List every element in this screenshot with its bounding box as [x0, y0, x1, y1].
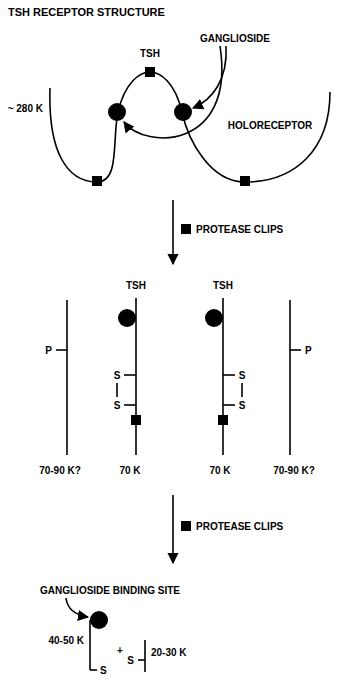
label: GANGLIOSIDE	[200, 33, 270, 44]
disulfide-bridge	[116, 383, 118, 397]
chain-line	[144, 640, 146, 672]
label: 20-30 K	[151, 647, 187, 658]
tick	[138, 659, 145, 661]
disulfide-tick	[124, 404, 136, 406]
chain-line	[89, 620, 91, 670]
label: TSH	[213, 280, 233, 291]
chain-line	[222, 298, 224, 455]
tsh-dot	[205, 309, 223, 327]
ganglioside-dot	[90, 611, 108, 629]
protease-square	[181, 224, 191, 234]
protease-square	[92, 176, 102, 186]
disulfide-tick	[223, 374, 235, 376]
tick	[56, 349, 67, 351]
process-arrow	[172, 495, 174, 563]
title: TSH RECEPTOR STRUCTURE	[8, 6, 165, 18]
ganglioside-leader	[124, 46, 222, 138]
protease-square	[181, 521, 191, 531]
ganglioside-dot	[108, 103, 126, 121]
label: S	[114, 370, 121, 381]
label: HOLORECEPTOR	[228, 120, 312, 131]
label: 70-90 K?	[39, 465, 81, 476]
disulfide-tick	[223, 404, 235, 406]
label: ~ 280 K	[8, 103, 43, 114]
label: 70-90 K?	[273, 465, 315, 476]
label: 70 K	[119, 465, 140, 476]
tick	[90, 669, 97, 671]
disulfide-tick	[124, 374, 136, 376]
label: GANGLIOSIDE BINDING SITE	[40, 585, 180, 596]
label: PROTEASE CLIPS	[196, 224, 283, 235]
label: TSH	[140, 48, 160, 59]
tick	[290, 349, 301, 351]
label: P	[305, 345, 312, 356]
label: S	[114, 400, 121, 411]
ganglioside-dot	[174, 103, 192, 121]
protease-square	[240, 176, 250, 186]
label: S	[239, 370, 246, 381]
protease-square	[145, 67, 155, 77]
label: PROTEASE CLIPS	[196, 521, 283, 532]
tsh-dot	[118, 309, 136, 327]
ganglioside-leader	[66, 598, 88, 617]
label: S	[127, 655, 134, 666]
label: S	[100, 665, 107, 676]
label: P	[45, 345, 52, 356]
protease-square	[218, 415, 228, 425]
label: TSH	[126, 280, 146, 291]
label: S	[239, 400, 246, 411]
disulfide-bridge	[241, 383, 243, 397]
process-arrow	[172, 200, 174, 264]
label: 70 K	[209, 465, 230, 476]
label: 40-50 K	[48, 635, 84, 646]
protease-square	[131, 415, 141, 425]
chain-line	[66, 300, 68, 455]
label: +	[117, 645, 123, 656]
chain-line	[289, 300, 291, 455]
holoreceptor-outline	[50, 72, 330, 182]
chain-line	[135, 298, 137, 455]
